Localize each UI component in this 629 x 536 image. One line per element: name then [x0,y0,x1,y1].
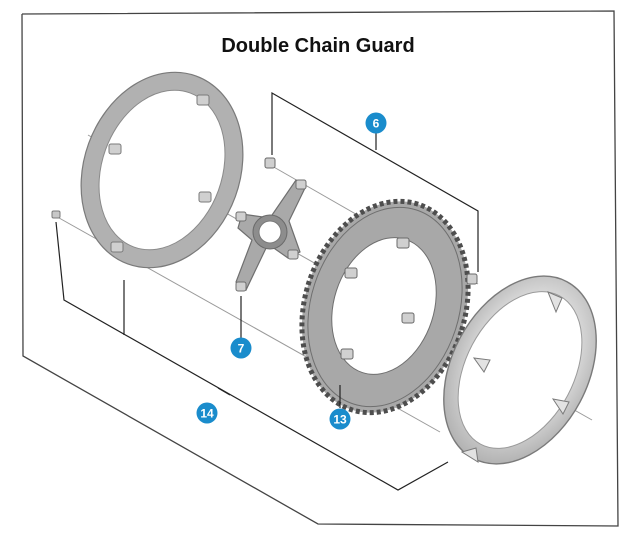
svg-text:14: 14 [200,407,214,421]
inner-guard-plate [80,71,244,269]
crank-spider [235,179,307,292]
outer-guard-ring [443,275,597,465]
diagram-title: Double Chain Guard [221,35,414,57]
diagram-frame [21,10,619,527]
callout-14[interactable]: 14 [196,402,218,424]
callout-6[interactable]: 6 [365,112,387,134]
svg-text:7: 7 [238,342,245,356]
chainring [299,198,471,416]
callout-13[interactable]: 13 [329,408,351,430]
svg-text:13: 13 [333,413,347,427]
leader-lines [55,91,479,491]
svg-text:6: 6 [373,117,380,131]
callout-7[interactable]: 7 [230,337,252,359]
chainring-bolts [264,157,478,285]
left-bolt [51,210,61,219]
